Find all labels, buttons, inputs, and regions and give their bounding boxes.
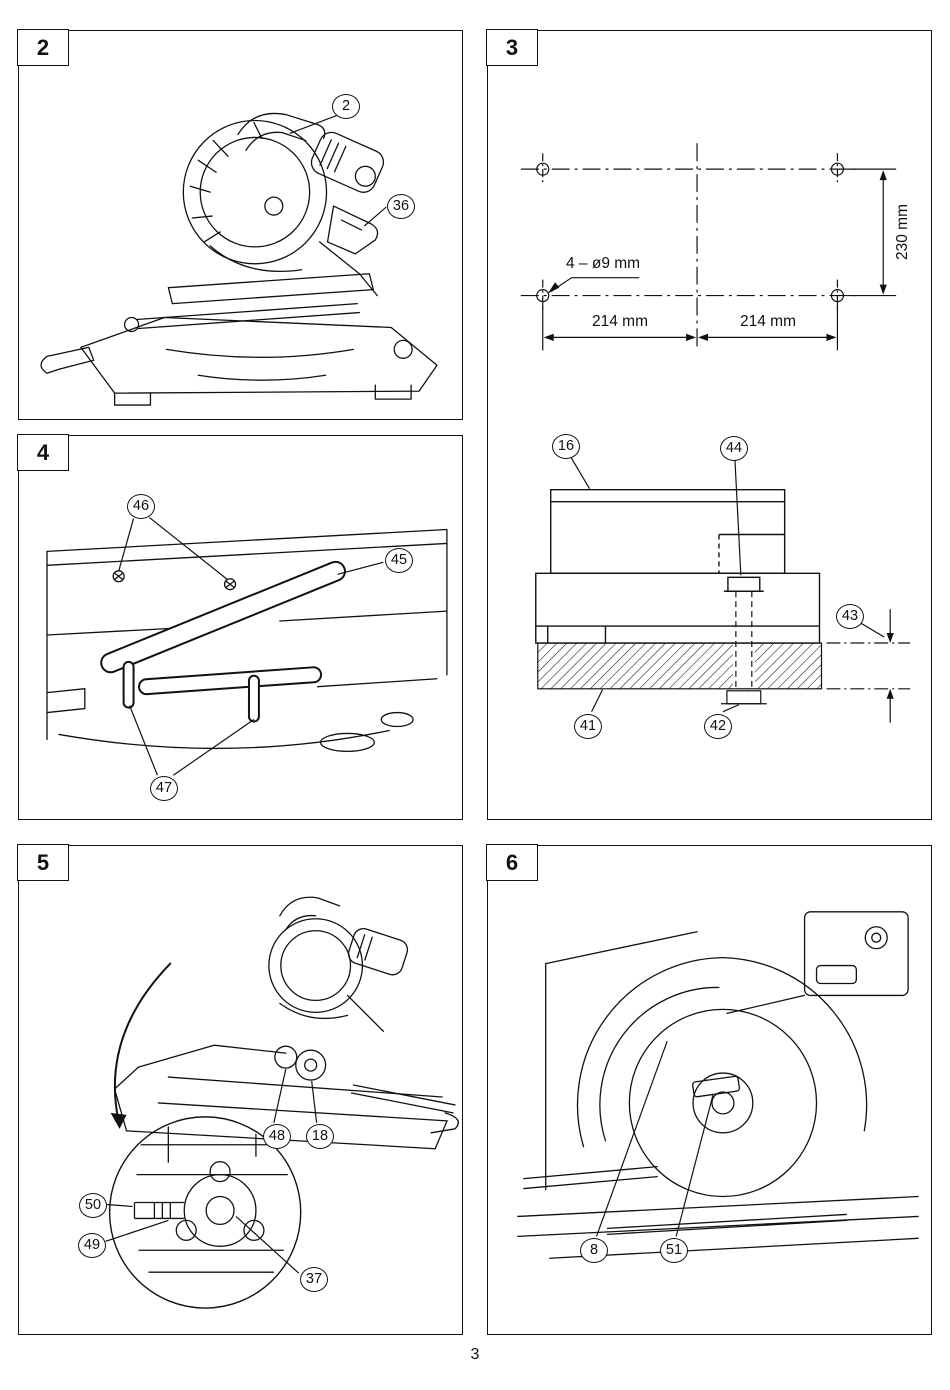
miter-saw-overview-drawing [40,112,438,406]
dim-label-hole-diameter: 4 – ø9 mm [566,255,641,272]
callout-37: 37 [300,1267,328,1292]
callout-18: 18 [306,1124,334,1149]
figure-panel-6: 6 8 51 [486,844,932,1335]
callout-50: 50 [79,1193,107,1218]
carry-handle-drawing [46,517,448,776]
callout-43: 43 [836,604,864,629]
saw-tilt-and-knob-drawing [105,896,459,1309]
dim-label-214mm-left: 214 mm [592,313,648,330]
callout-46: 46 [127,494,155,519]
callout-42: 42 [704,714,732,739]
bench-board-hatch [537,642,823,690]
callout-8: 8 [580,1238,608,1263]
callout-36: 36 [387,194,415,219]
callout-2: 2 [332,94,360,119]
callout-49: 49 [78,1233,106,1258]
callout-16: 16 [552,434,580,459]
figure-panel-5: 5 48 18 50 49 37 [17,844,463,1335]
panel-number-5: 5 [17,844,69,881]
figure-panel-2: 2 2 36 [17,29,463,420]
dim-label-230mm: 230 mm [894,204,911,260]
mounting-diagram-drawing [520,143,911,723]
callout-51: 51 [660,1238,688,1263]
callout-44: 44 [720,436,748,461]
panel-number-2: 2 [17,29,69,66]
callout-47: 47 [150,776,178,801]
callout-45: 45 [385,548,413,573]
panel-number-4: 4 [17,434,69,471]
dim-label-214mm-right: 214 mm [740,313,796,330]
page-number: 3 [470,1346,480,1363]
callout-41: 41 [574,714,602,739]
figure-panel-3: 3 230 mm 214 mm 214 mm 4 – ø9 mm 16 44 4… [486,29,932,820]
callout-48: 48 [263,1124,291,1149]
panel-number-3: 3 [486,29,538,66]
panel-number-6: 6 [486,844,538,881]
figure-panel-4: 4 46 45 47 [17,434,463,820]
blade-closeup-drawing [517,911,919,1259]
